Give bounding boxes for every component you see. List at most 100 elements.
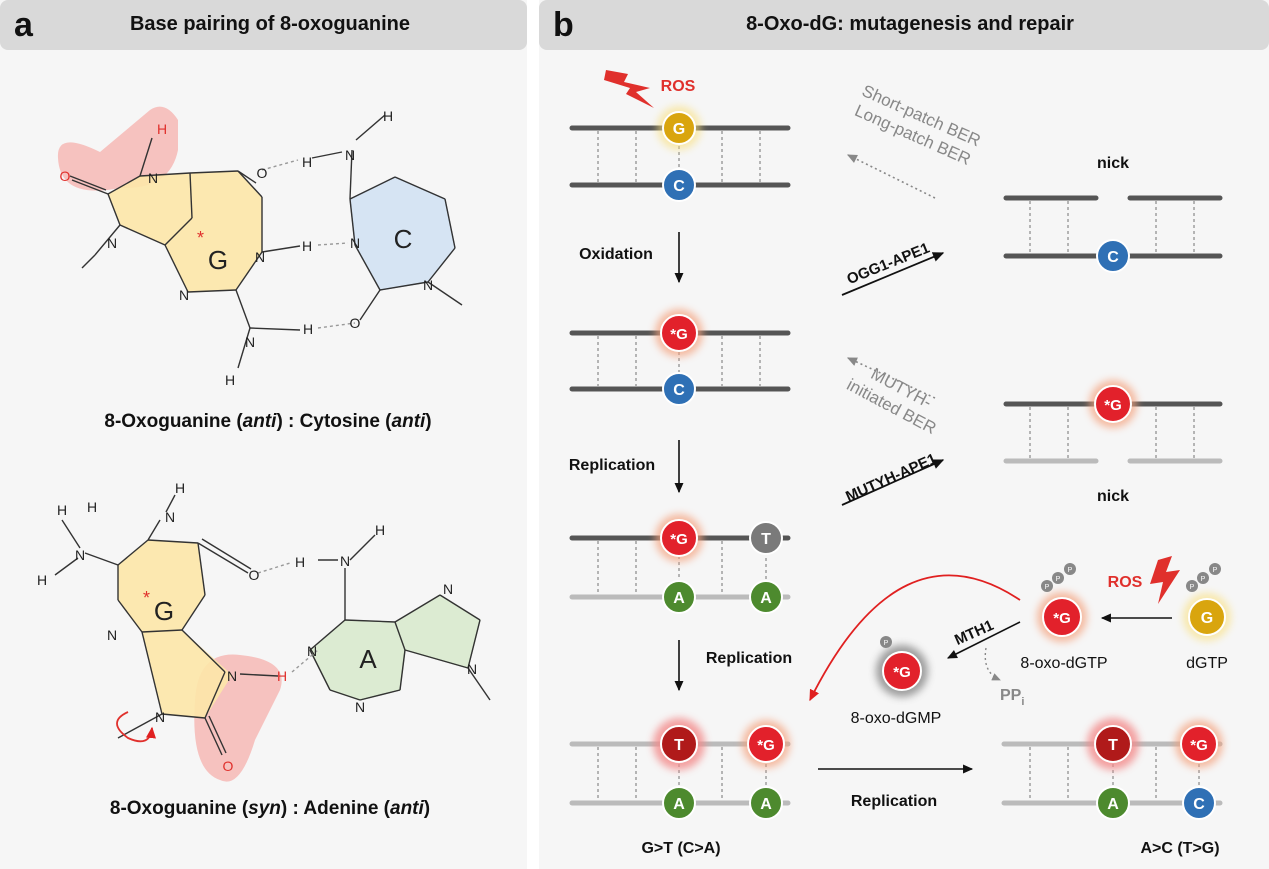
duplex-oxog-a: *G T A A (569, 514, 791, 614)
phosphate-3: P (1213, 567, 1218, 574)
base-oxog-nick: *G (1104, 397, 1122, 414)
oxog-star: * (197, 228, 204, 248)
ppi-label: PPi (1000, 687, 1024, 708)
panel-b-title: 8-Oxo-dG: mutagenesis and repair (746, 13, 1074, 35)
atom-h-n6-a: H (375, 522, 385, 538)
base-oxog-5: *G (1190, 737, 1208, 754)
base-t-4: T (674, 737, 684, 754)
base-a-3a: A (673, 590, 685, 607)
atom-n3-a: N (355, 699, 365, 715)
oxog-syn-five-fill (142, 630, 232, 718)
atom-h-n2-syn: H (37, 572, 47, 588)
atom-n3: N (179, 287, 189, 303)
atom-h-n7: H (157, 121, 167, 137)
oxog-syn-ring-label: G (154, 596, 174, 626)
atom-h-n2a: H (225, 372, 235, 388)
atom-o6-syn: O (249, 567, 260, 583)
ppi-arrow (984, 647, 1001, 681)
base-t-3: T (761, 531, 771, 548)
atom-o2c: O (350, 315, 361, 331)
panel-b-letter: b (553, 6, 574, 44)
nick-duplex-top: C (1003, 195, 1223, 273)
replication-label-1: Replication (569, 457, 655, 474)
atom-o-oxo: O (60, 168, 71, 184)
oxo-dgtp-label: 8-oxo-dGTP (1020, 655, 1107, 672)
mutation-gt-label: G>T (C>A) (641, 840, 720, 857)
atom-n1-a: N (307, 643, 317, 659)
caption-anti-cytosine: 8-Oxoguanine (anti) : Cytosine (anti) (104, 411, 431, 432)
replication-label-2: Replication (706, 650, 792, 667)
panel-b-header (539, 0, 1269, 50)
atom-h-top: H (175, 480, 185, 496)
atom-h-bond2: H (302, 238, 312, 254)
base-c-2: C (673, 382, 685, 399)
oxog-six-ring-fill (165, 171, 262, 292)
base-a-5: A (1107, 796, 1119, 813)
oxo-dgmp-nucleotide: *G P (876, 636, 928, 697)
mutyh-ape1-label: MUTYH-APE1 (843, 450, 939, 505)
oxog-adenine-pair: H H N N H H O N N H N O H N H N N N N * … (37, 480, 491, 819)
atom-n2-syn: N (75, 547, 85, 563)
panel-a-title: Base pairing of 8-oxoguanine (129, 13, 411, 35)
atom-n7: N (148, 170, 158, 186)
phosphate-7: P (884, 640, 889, 647)
atom-n2: N (245, 334, 255, 350)
base-g-1: G (673, 121, 685, 138)
atom-n9-syn: N (155, 709, 165, 725)
dgtp-nucleotide: G P P P (1183, 563, 1231, 641)
adenine-five-fill (394, 594, 481, 669)
oxidation-label: Oxidation (579, 246, 653, 263)
base-oxog-dgmp: *G (893, 664, 911, 681)
atom-n6-a: N (340, 553, 350, 569)
panel-a-header (0, 0, 527, 50)
duplex-t-a-oxog-a: T *G A A (569, 718, 791, 820)
panel-a-letter: a (14, 6, 33, 44)
mutation-ac-label: A>C (T>G) (1140, 840, 1219, 857)
base-g-dgtp: G (1201, 610, 1213, 627)
base-c-1: C (673, 178, 685, 195)
panel-b (539, 0, 1269, 869)
atom-n9: N (107, 235, 117, 251)
base-a-4a: A (673, 796, 685, 813)
atom-h-bond-a1: H (295, 554, 305, 570)
atom-n1: N (255, 249, 265, 265)
atom-n1c: N (423, 277, 433, 293)
lightning-right-icon (1150, 556, 1180, 604)
dgtp-label: dGTP (1186, 655, 1228, 672)
oxo-dgmp-label: 8-oxo-dGMP (851, 710, 942, 727)
base-c-5: C (1193, 796, 1205, 813)
atom-n7-a: N (443, 581, 453, 597)
atom-n9-a: N (467, 661, 477, 677)
atom-o8-syn: O (223, 758, 234, 774)
caption-syn-adenine: 8-Oxoguanine (syn) : Adenine (anti) (110, 798, 430, 819)
duplex-g-c: G C (569, 106, 791, 202)
phosphate-6: P (1068, 567, 1073, 574)
atom-n3-syn: N (107, 627, 117, 643)
red-incorporation-arrow (809, 574, 1021, 702)
base-oxog-4: *G (757, 737, 775, 754)
atom-h-bond3: H (303, 321, 313, 337)
phosphate-1: P (1190, 584, 1195, 591)
replication-label-3: Replication (851, 793, 937, 810)
oxog-syn-star: * (143, 588, 150, 608)
atom-n4: N (345, 147, 355, 163)
atom-h-n2b-syn: H (57, 502, 67, 518)
ros-right-label: ROS (1108, 574, 1143, 591)
duplex-oxog-c: *G C (569, 309, 791, 406)
atom-h-n7-syn: H (277, 668, 287, 684)
base-oxog-dgtp: *G (1053, 610, 1071, 627)
oxog-cytosine-pair: O N H N O N N N H H H H N H N O N * G C … (57, 106, 463, 432)
nick-bottom-label: nick (1097, 488, 1129, 505)
oxog-ring-fill (108, 173, 192, 245)
nick-duplex-bottom: *G (1003, 380, 1223, 464)
oxog-ring-label: G (208, 245, 228, 275)
panel-a (0, 0, 527, 869)
nick-top-label: nick (1097, 155, 1129, 172)
highlight-nh-top (57, 106, 179, 191)
oxo-dgtp-nucleotide: *G P P P (1037, 563, 1087, 642)
cytosine-ring-label: C (394, 224, 413, 254)
base-a-3b: A (760, 590, 772, 607)
duplex-t-a-oxog-c: T *G A C (1001, 718, 1223, 820)
adenine-ring-label: A (359, 644, 377, 674)
